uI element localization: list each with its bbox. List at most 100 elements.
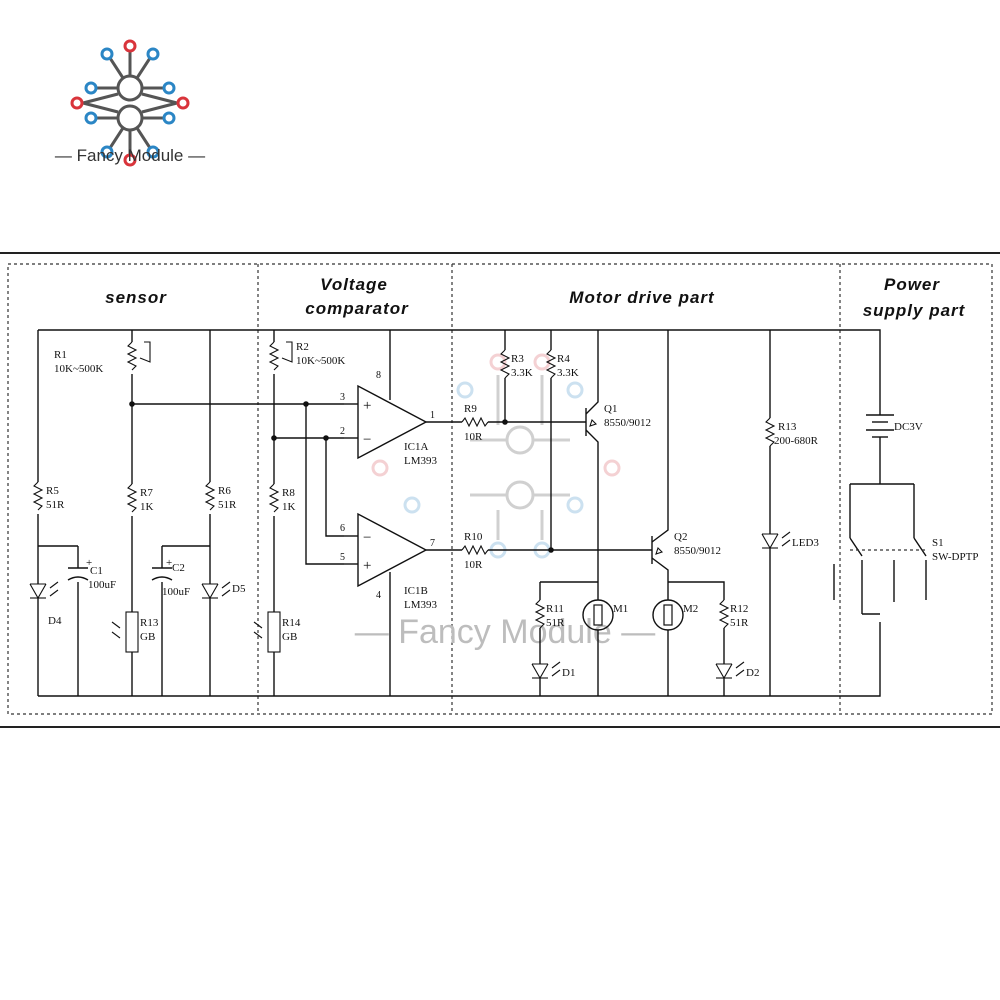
resistor-r8 — [268, 483, 280, 513]
svg-text:51R: 51R — [218, 499, 237, 511]
potentiometer-r2 — [268, 341, 280, 371]
section-title-power-1: Power — [884, 275, 940, 294]
svg-text:M1: M1 — [613, 603, 628, 615]
svg-text:R13: R13 — [778, 421, 797, 433]
switch-s1 — [833, 483, 927, 615]
svg-text:+: + — [363, 558, 371, 574]
svg-text:D1: D1 — [562, 667, 575, 679]
svg-text:M2: M2 — [683, 603, 698, 615]
svg-text:R5: R5 — [46, 485, 59, 497]
svg-text:LED3: LED3 — [792, 537, 819, 549]
transistor-q1 — [585, 330, 599, 590]
svg-text:100uF: 100uF — [162, 586, 190, 598]
led-d2 — [715, 663, 733, 680]
svg-text:+: + — [363, 398, 371, 414]
resistor-r7 — [126, 483, 138, 513]
svg-text:51R: 51R — [546, 617, 565, 629]
svg-text:3.3K: 3.3K — [511, 367, 533, 379]
svg-text:Q2: Q2 — [674, 531, 687, 543]
resistor-r5 — [32, 481, 44, 511]
svg-text:1: 1 — [430, 410, 435, 421]
svg-text:R9: R9 — [464, 403, 477, 415]
motor-m1 — [582, 599, 614, 631]
led-led3 — [761, 533, 779, 550]
svg-text:3.3K: 3.3K — [557, 367, 579, 379]
svg-text:51R: 51R — [730, 617, 749, 629]
svg-text:Q1: Q1 — [604, 403, 617, 415]
svg-text:DC3V: DC3V — [894, 421, 923, 433]
svg-text:GB: GB — [282, 631, 297, 643]
svg-text:IC1A: IC1A — [404, 441, 429, 453]
label-d5: D5 — [232, 583, 246, 595]
svg-text:R13: R13 — [140, 617, 159, 629]
section-title-power-2: supply part — [863, 301, 966, 320]
led-d1 — [531, 663, 549, 680]
svg-text:8550/9012: 8550/9012 — [604, 417, 651, 429]
svg-text:R1: R1 — [54, 349, 67, 361]
svg-text:8: 8 — [376, 370, 381, 381]
svg-text:R6: R6 — [218, 485, 231, 497]
svg-text:1K: 1K — [140, 501, 154, 513]
svg-text:+: + — [166, 557, 172, 569]
label-d4: D4 — [48, 615, 62, 627]
circuit-schematic: sensor Voltage comparator Motor drive pa… — [0, 252, 1000, 728]
svg-text:R2: R2 — [296, 341, 309, 353]
svg-text:R14: R14 — [282, 617, 301, 629]
svg-text:2: 2 — [340, 426, 345, 437]
resistor-r10 — [461, 544, 489, 556]
positive-rail — [38, 329, 881, 415]
svg-text:−: − — [363, 432, 371, 448]
resistor-r3 — [499, 349, 511, 379]
svg-text:10R: 10R — [464, 559, 483, 571]
svg-text:4: 4 — [376, 590, 381, 601]
section-title-comparator-1: Voltage — [320, 275, 388, 294]
svg-text:LM393: LM393 — [404, 599, 438, 611]
resistor-r13 — [764, 417, 776, 447]
svg-text:R11: R11 — [546, 603, 564, 615]
svg-text:R12: R12 — [730, 603, 748, 615]
comparator-ic1b — [357, 512, 428, 588]
svg-text:3: 3 — [340, 392, 345, 403]
comparator-ic1a — [357, 384, 428, 460]
photoresistor-r14 — [267, 611, 281, 653]
svg-text:GB: GB — [140, 631, 155, 643]
svg-text:R3: R3 — [511, 353, 524, 365]
svg-text:10R: 10R — [464, 431, 483, 443]
battery-dc3v — [866, 414, 894, 438]
dashed-border — [7, 263, 993, 715]
svg-text:R8: R8 — [282, 487, 295, 499]
resistor-r12 — [718, 599, 730, 629]
svg-text:200-680R: 200-680R — [774, 435, 819, 447]
svg-text:IC1B: IC1B — [404, 585, 428, 597]
svg-text:51R: 51R — [46, 499, 65, 511]
circuit-node-logo-icon — [70, 39, 190, 167]
svg-text:+: + — [86, 557, 92, 569]
svg-text:R10: R10 — [464, 531, 483, 543]
potentiometer-r1 — [126, 341, 138, 371]
resistor-r9 — [461, 416, 489, 428]
transistor-q2 — [651, 330, 669, 590]
svg-text:6: 6 — [340, 523, 345, 534]
svg-text:100uF: 100uF — [88, 579, 116, 591]
motor-m2 — [652, 599, 684, 631]
svg-text:10K~500K: 10K~500K — [54, 363, 103, 375]
ground-rail — [38, 622, 881, 697]
section-title-sensor: sensor — [105, 288, 167, 307]
section-title-motor-drive: Motor drive part — [569, 288, 715, 307]
svg-text:−: − — [363, 530, 371, 546]
brand-name: — Fancy Module — — [54, 146, 206, 165]
svg-text:LM393: LM393 — [404, 455, 438, 467]
watermark-text: — Fancy Module — — [355, 613, 655, 651]
led-d4 — [29, 583, 47, 600]
svg-text:10K~500K: 10K~500K — [296, 355, 345, 367]
svg-text:C2: C2 — [172, 562, 185, 574]
svg-text:S1: S1 — [932, 537, 944, 549]
svg-text:5: 5 — [340, 552, 345, 563]
svg-text:1K: 1K — [282, 501, 296, 513]
led-d5 — [201, 583, 219, 600]
svg-text:D2: D2 — [746, 667, 759, 679]
svg-text:R7: R7 — [140, 487, 153, 499]
svg-text:SW-DPTP: SW-DPTP — [932, 551, 978, 563]
section-title-comparator-2: comparator — [305, 299, 409, 318]
svg-text:R4: R4 — [557, 353, 570, 365]
